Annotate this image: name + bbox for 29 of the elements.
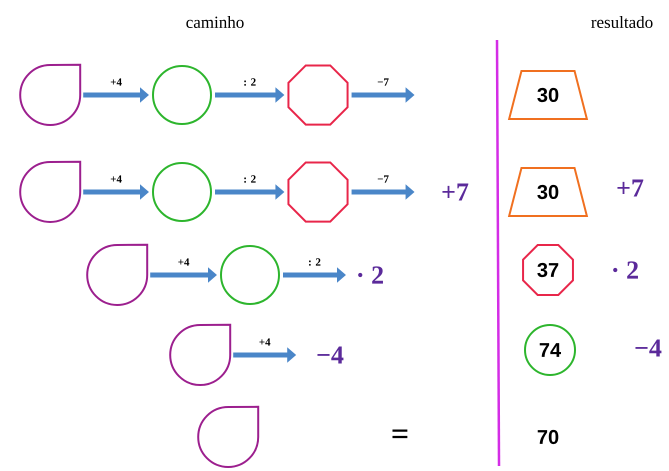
edge-label: −7 xyxy=(378,78,389,86)
circle-shape xyxy=(152,65,212,125)
octagon-shape xyxy=(287,161,349,223)
edge-label: +4 xyxy=(110,175,122,183)
operation-label: +7 xyxy=(617,179,644,197)
operation-label: · 2 xyxy=(358,266,383,284)
equals-sign: = xyxy=(392,430,408,438)
edge-label: +4 xyxy=(110,78,122,86)
drop-shape xyxy=(197,406,260,468)
result-number: 70 xyxy=(538,430,558,444)
circle-shape xyxy=(152,162,212,222)
operation-label: −4 xyxy=(635,339,662,357)
operation-label: +7 xyxy=(442,183,468,201)
drop-shape xyxy=(86,244,148,306)
octagon-shape xyxy=(287,64,349,126)
edge-label: −7 xyxy=(378,175,389,183)
edge-label: : 2 xyxy=(244,78,256,86)
operation-label: · 2 xyxy=(613,261,638,279)
edge-label: +4 xyxy=(259,338,270,346)
edge-label: : 2 xyxy=(309,258,320,266)
column-heading: caminho xyxy=(186,16,244,28)
edge-label: : 2 xyxy=(244,175,256,183)
operation-label: −4 xyxy=(317,346,344,364)
circle-shape xyxy=(220,245,280,305)
drop-shape xyxy=(19,160,82,223)
edge-label: +4 xyxy=(178,258,190,266)
drop-shape xyxy=(19,64,82,126)
drop-shape xyxy=(169,324,232,386)
column-heading: resultado xyxy=(591,16,653,28)
